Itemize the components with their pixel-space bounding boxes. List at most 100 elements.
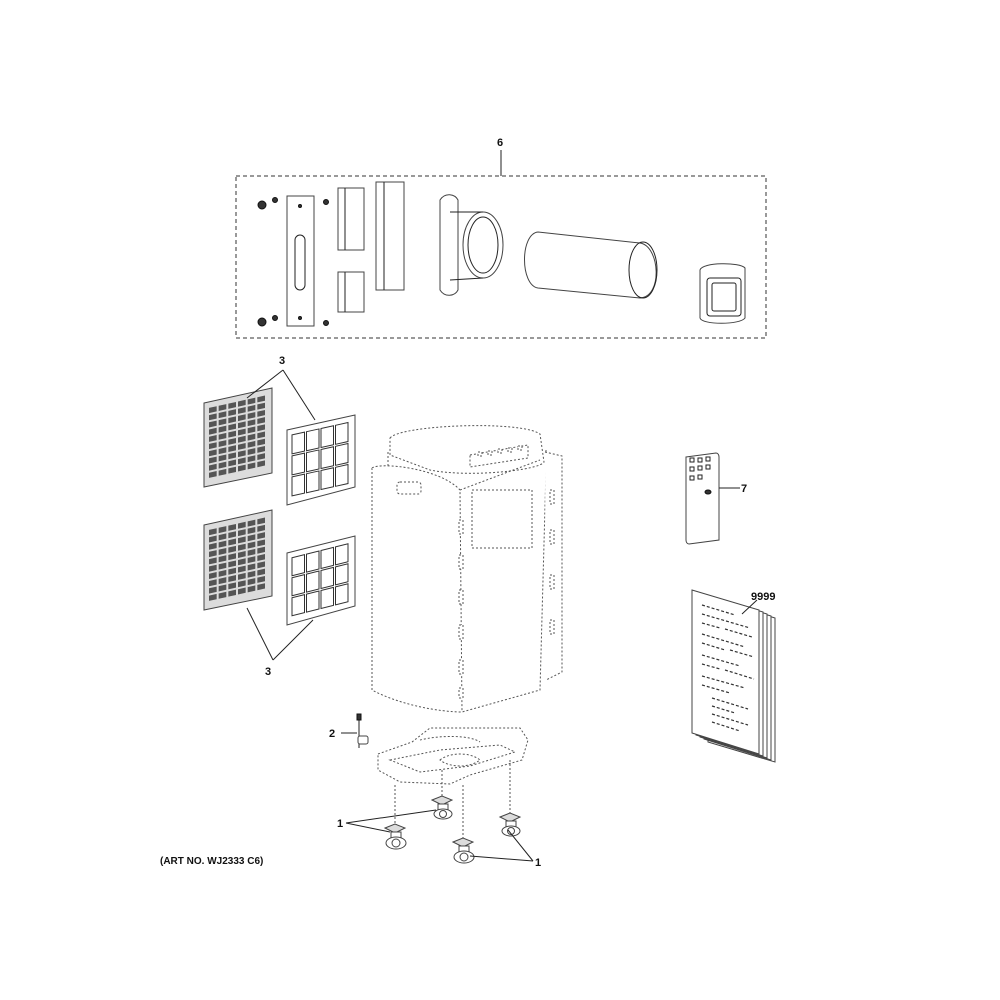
filter-cell: [257, 561, 265, 569]
filter-mesh-bottom: [286, 535, 356, 626]
window-adapter: [699, 263, 746, 324]
callout-casters-left: 1: [337, 818, 343, 830]
callout-drain: 2: [329, 728, 335, 740]
filter-cell: [209, 528, 217, 536]
filter-cell: [238, 580, 246, 588]
filter-cell: [238, 521, 246, 529]
filter-cell: [238, 464, 246, 472]
filter-cell: [209, 427, 217, 435]
filter-mesh-top: [286, 414, 356, 506]
manual-text-line: [729, 649, 755, 658]
caster-front-right: [451, 837, 475, 864]
filter-cell: [238, 407, 246, 414]
callout-casters-right: 1: [535, 857, 541, 869]
filter-cell: [291, 473, 305, 497]
filter-cell: [335, 543, 349, 566]
filter-cell: [228, 423, 236, 431]
callout-remote: 7: [741, 483, 747, 495]
callout-filters-top: 3: [279, 355, 285, 367]
filter-cell: [247, 519, 256, 527]
owners-manual: 9999: [691, 589, 776, 763]
filter-cell: [238, 558, 246, 566]
filter-cell: [209, 550, 217, 558]
filter-cell: [209, 442, 217, 450]
filter-cell: [257, 575, 265, 583]
filter-cell: [257, 568, 265, 576]
filter-cell: [218, 540, 227, 548]
filter-cell: [209, 579, 217, 587]
filter-cell: [257, 395, 265, 403]
filter-cell: [238, 572, 246, 580]
caster-front-left: [383, 823, 407, 850]
filter-cell: [257, 546, 265, 554]
filter-cell: [228, 409, 236, 417]
filter-cell: [238, 536, 246, 544]
filter-cell: [320, 586, 334, 610]
filter-cell: [209, 593, 217, 601]
filter-cell: [320, 425, 334, 449]
filter-cell: [228, 538, 236, 546]
filter-leader-top-b: [282, 369, 316, 421]
filter-cell: [306, 449, 320, 473]
filter-cell: [247, 412, 256, 419]
filter-cell: [228, 466, 236, 474]
filter-leader-bottom-a: [246, 607, 274, 661]
filter-cell: [218, 425, 227, 433]
filter-cell: [257, 460, 265, 468]
filter-frame-top: [203, 387, 273, 488]
filter-cell: [209, 535, 217, 543]
remote-control: 7: [685, 452, 747, 545]
filter-cell: [218, 404, 227, 411]
filter-cell: [209, 435, 217, 442]
filter-cell: [291, 431, 305, 455]
manual-text-line: [701, 622, 721, 629]
filter-cell: [247, 455, 256, 463]
exhaust-hose: [524, 231, 658, 299]
filter-cell: [238, 421, 246, 429]
callout-filters-bottom: 3: [265, 666, 271, 678]
filter-cell: [209, 471, 217, 478]
filter-cell: [247, 548, 256, 556]
filter-cell: [228, 437, 236, 445]
manual-leader: [741, 599, 758, 615]
filter-cell: [257, 431, 265, 439]
filter-cell: [291, 452, 305, 476]
filter-cell: [257, 532, 265, 540]
filter-leader-top-a: [246, 369, 284, 399]
filter-cell: [291, 593, 305, 617]
filter-cell: [247, 426, 256, 434]
filter-cell: [257, 517, 265, 525]
manual-text-line: [701, 604, 736, 616]
filter-cell: [335, 442, 349, 466]
filter-cell: [257, 409, 265, 417]
filter-cell: [247, 570, 256, 578]
window-bracket: [286, 195, 315, 327]
filter-cell: [209, 449, 217, 457]
mounting-screws: [257, 197, 329, 327]
filter-cell: [306, 550, 320, 573]
filter-cell: [257, 445, 265, 453]
callout-manual: 9999: [751, 591, 775, 603]
filter-cell: [209, 456, 217, 464]
caster-leader-left-a: [345, 822, 391, 833]
filter-cell: [238, 587, 246, 595]
filter-cell: [228, 575, 236, 583]
filter-cell: [228, 401, 236, 409]
filter-cell: [238, 443, 246, 450]
filter-cell: [247, 563, 256, 571]
window-vent-kit: 6: [235, 137, 767, 339]
filter-cell: [247, 404, 256, 412]
filter-cell: [320, 446, 334, 470]
filter-cell: [218, 577, 227, 585]
filter-cell: [228, 545, 236, 553]
filter-cell: [257, 453, 265, 461]
filter-cell: [247, 419, 256, 427]
filter-cell: [238, 529, 246, 537]
filter-cell: [320, 566, 334, 590]
vent-kit-dashed-frame: [235, 175, 767, 339]
filter-cell: [247, 585, 256, 593]
filter-cell: [218, 533, 227, 541]
filter-cell: [218, 461, 227, 469]
filter-cell: [228, 452, 236, 460]
